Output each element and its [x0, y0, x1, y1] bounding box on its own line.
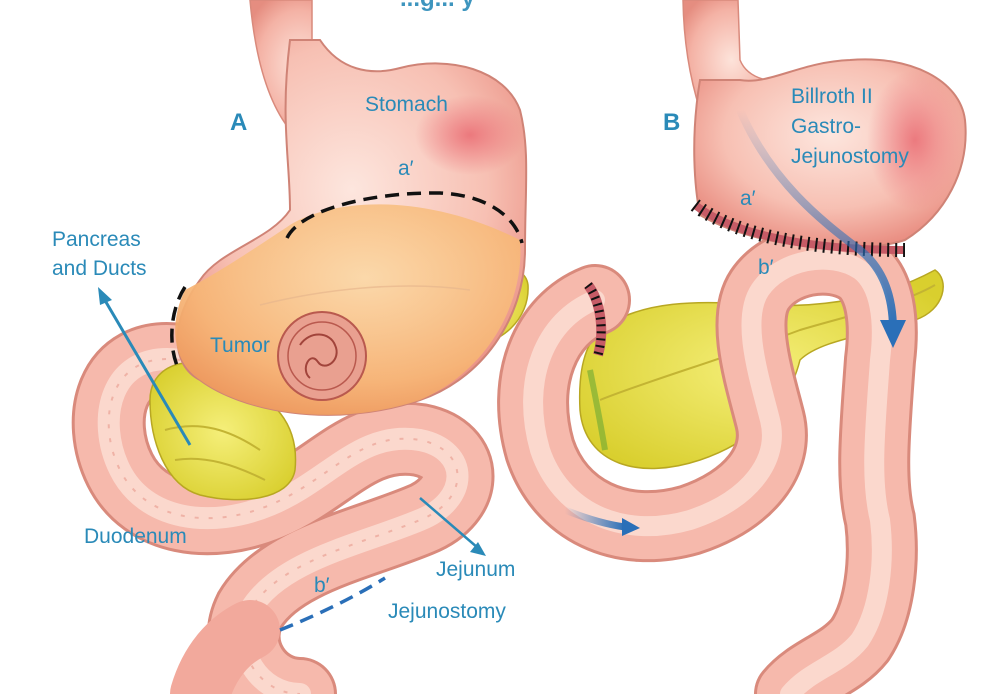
panel-b-letter: B [663, 109, 680, 136]
b-prime-label-a: b′ [314, 574, 330, 597]
jejunum-pointer [419, 497, 479, 549]
billroth-title-line1: Billroth II [791, 85, 873, 108]
jejunostomy-line [279, 576, 386, 632]
a-prime-label-a: a′ [398, 157, 414, 180]
a-prime-label-b: a′ [740, 187, 756, 210]
pancreas-label-line1: Pancreas [52, 228, 141, 251]
panel-a: A Stomach a′ Pancreas and Ducts Tumor Du… [52, 0, 529, 694]
jejunostomy-label: Jejunostomy [388, 600, 506, 623]
billroth-title-line2: Gastro- [791, 115, 861, 138]
food-flow-arrow [736, 108, 897, 331]
secretion-flow-arrow [563, 506, 626, 531]
panel-b: B Billroth II Gastro- Jejunostomy a′ b′ [497, 0, 967, 694]
tumor-label: Tumor [210, 334, 270, 357]
pancreas-pointer [101, 296, 192, 446]
stomach-label: Stomach [365, 93, 448, 116]
billroth-title-line3: Jejunostomy [791, 145, 909, 168]
duodenum-label: Duodenum [84, 525, 187, 548]
pancreas-label-line2: and Ducts [52, 257, 147, 280]
panel-a-letter: A [230, 109, 247, 136]
header-partial-title: ...g... y [400, 0, 475, 12]
b-prime-label-b: b′ [758, 256, 774, 279]
resection-line-a [285, 191, 524, 244]
tumor-mass [277, 311, 367, 401]
tumor-region [175, 204, 521, 415]
jejunum-label: Jejunum [436, 558, 515, 581]
resection-line-duodenum [170, 286, 187, 369]
